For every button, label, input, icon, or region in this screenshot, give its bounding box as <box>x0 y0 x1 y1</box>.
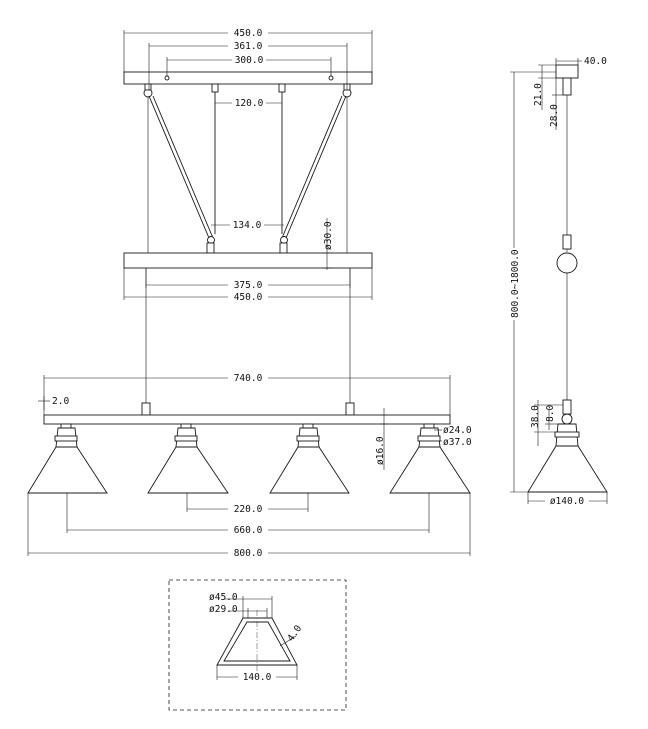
dim-side-shade-diameter-label: ø140.0 <box>550 496 585 507</box>
top-pivot-left <box>143 83 153 98</box>
detail-frame <box>168 579 347 711</box>
dim-middle-rod-spacing-label: 375.0 <box>234 280 263 291</box>
canopy-screw-right <box>328 75 334 81</box>
dim-inner-rod-spacing: 120.0 <box>215 97 282 109</box>
canopy-plate <box>123 71 373 85</box>
dim-total-width-label: 800.0 <box>234 548 263 559</box>
dim-inner-rod-spacing-label: 120.0 <box>235 98 264 109</box>
dim-detail-top-outer: ø45.0 <box>209 592 273 618</box>
dim-detail-bottom-label: 140.0 <box>243 672 272 683</box>
diagonal-arm-left-a <box>148 95 210 239</box>
middle-bar <box>123 252 373 269</box>
side-hook <box>562 77 572 96</box>
dim-lamp-bar-width-label: 740.0 <box>234 373 263 384</box>
dim-middle-bar-width-label: 450.0 <box>234 292 263 303</box>
dim-lamp-bar-offset: 2.0 <box>38 396 69 410</box>
dim-detail-top-inner-label: ø29.0 <box>209 604 238 615</box>
dim-canopy-mount-outer-label: 361.0 <box>234 41 263 52</box>
canopy-screw-left <box>164 75 170 81</box>
side-shade <box>527 445 608 493</box>
dim-socket: ø24.0 ø37.0 <box>434 425 472 448</box>
dim-side-top-width-label: 40.0 <box>584 56 607 67</box>
dim-canopy-mount-inner: 300.0 <box>166 54 332 76</box>
dim-bar-thickness: ø30.0 <box>322 218 334 270</box>
shade-3 <box>269 423 350 494</box>
diagonal-arm-left-b <box>152 95 214 239</box>
canopy-stud-left <box>211 83 219 93</box>
dim-canopy-mount-inner-label: 300.0 <box>235 55 264 66</box>
dim-side-top-height-label: 21.0 <box>533 83 544 106</box>
canopy-stud-right <box>278 83 286 93</box>
front-view: 450.0 361.0 300.0 120.0 134.0 <box>27 27 472 559</box>
dim-detail-top-outer-label: ø45.0 <box>209 592 238 603</box>
dim-bar-thickness-label: ø30.0 <box>323 221 334 250</box>
lower-pivot-left <box>206 236 215 254</box>
dim-side-socket-top: 8.0 <box>545 405 558 430</box>
lamp-bar <box>43 414 451 425</box>
dim-side-socket-height-label: 38.0 <box>530 405 541 428</box>
dim-detail-bottom: 140.0 <box>216 665 298 683</box>
dim-side-total-height: 800.0~1800.0 <box>507 71 556 493</box>
dim-shade-spacing-inner-label: 220.0 <box>234 504 263 515</box>
dim-side-top-width: 40.0 <box>555 56 607 67</box>
dim-socket-top-label: ø24.0 <box>443 425 472 436</box>
dim-shade-spacing-outer: 660.0 <box>66 493 430 536</box>
dim-side-socket-top-label: 8.0 <box>545 405 556 422</box>
dim-canopy-width: 450.0 <box>123 27 373 72</box>
dim-side-socket-height: 38.0 <box>530 400 563 446</box>
dim-side-shade-diameter: ø140.0 <box>527 492 608 507</box>
dim-side-hook-height: 28.0 <box>549 78 563 130</box>
dim-lamp-bar-width: 740.0 <box>43 372 451 415</box>
shade-2 <box>147 423 229 494</box>
dim-lamp-bar-height: ø16.0 <box>375 408 388 470</box>
dim-middle-bar-width: 450.0 <box>123 268 373 303</box>
side-pivot <box>556 252 578 274</box>
dim-side-top-height: 21.0 <box>533 64 556 110</box>
dim-total-width: 800.0 <box>27 493 471 559</box>
cable-clamp-left <box>141 402 151 416</box>
shade-1 <box>27 423 108 494</box>
dim-shade-spacing-inner: 220.0 <box>186 493 309 515</box>
diagonal-arm-right-b <box>281 95 343 239</box>
dim-middle-rod-spacing: 375.0 <box>145 268 351 291</box>
cable-clamp-right <box>345 402 355 416</box>
lower-pivot-right <box>279 236 288 254</box>
dim-side-total-height-label: 800.0~1800.0 <box>510 249 521 318</box>
dim-detail-top-inner: ø29.0 <box>209 604 268 618</box>
side-clamp <box>562 234 572 250</box>
dim-canopy-mount-outer: 361.0 <box>148 40 348 90</box>
side-socket-clamp <box>562 399 572 415</box>
dim-lower-hook-spacing: 134.0 <box>211 219 284 231</box>
side-view: 40.0 21.0 28.0 800.0~1800.0 38.0 <box>507 56 608 507</box>
dim-socket-body-label: ø37.0 <box>443 437 472 448</box>
dim-lower-hook-spacing-label: 134.0 <box>233 220 262 231</box>
shade-4 <box>389 423 471 494</box>
diagonal-arm-right-a <box>285 95 347 239</box>
dim-lamp-bar-height-label: ø16.0 <box>375 436 386 465</box>
side-canopy <box>555 64 579 79</box>
dim-lamp-bar-offset-label: 2.0 <box>52 396 69 407</box>
dim-shade-spacing-outer-label: 660.0 <box>234 525 263 536</box>
shade-detail-view: ø45.0 ø29.0 4.0 140.0 <box>168 579 347 711</box>
dim-side-hook-height-label: 28.0 <box>549 104 560 127</box>
dim-canopy-width-label: 450.0 <box>234 28 263 39</box>
